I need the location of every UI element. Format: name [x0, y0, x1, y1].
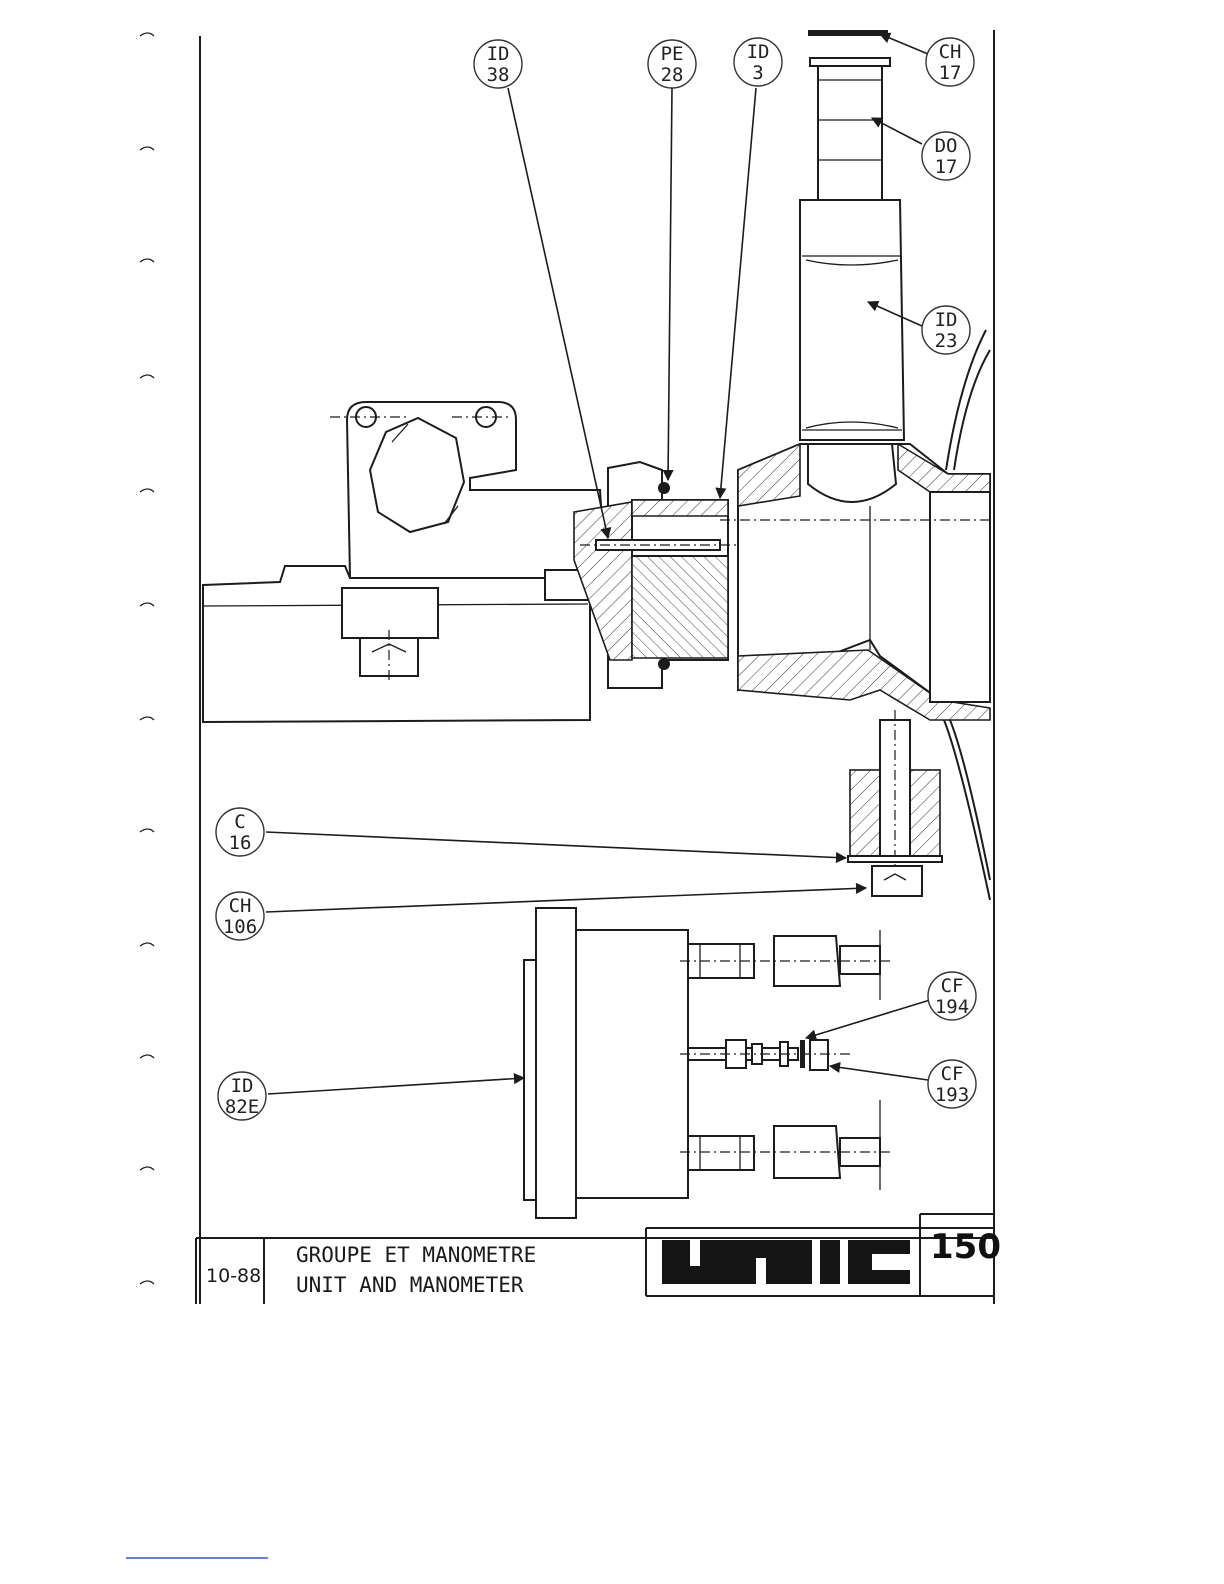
svg-text:193: 193: [935, 1084, 969, 1106]
callout-do-17: DO 17: [922, 132, 970, 180]
callout-ch-17: CH 17: [926, 38, 974, 86]
svg-text:CF: CF: [941, 1063, 964, 1085]
svg-text:82E: 82E: [225, 1096, 259, 1118]
svg-text:194: 194: [935, 996, 969, 1018]
drawing-date: 10-88: [206, 1265, 261, 1287]
svg-text:PE: PE: [661, 43, 684, 65]
svg-text:17: 17: [935, 156, 958, 178]
svg-text:17: 17: [939, 62, 962, 84]
callout-id-3: ID 3: [734, 38, 782, 86]
svg-text:38: 38: [487, 64, 510, 86]
manometer-assembly: [524, 908, 890, 1218]
unic-logo: [662, 1240, 910, 1284]
page-number: 150: [930, 1227, 1001, 1267]
svg-text:28: 28: [661, 64, 684, 86]
svg-text:DO: DO: [935, 135, 958, 157]
title-english: UNIT AND MANOMETER: [296, 1273, 524, 1297]
svg-text:CF: CF: [941, 975, 964, 997]
callout-pe-28: PE 28: [648, 40, 696, 88]
pressure-valve-assembly: [203, 30, 990, 900]
svg-text:ID: ID: [747, 41, 770, 63]
callout-c-16: C 16: [216, 808, 264, 856]
svg-text:ID: ID: [935, 309, 958, 331]
svg-text:C: C: [234, 811, 245, 833]
callout-ch-106: CH 106: [216, 892, 264, 940]
svg-text:ID: ID: [487, 43, 510, 65]
binder-hole-marks: [140, 33, 154, 1284]
callout-cf-193: CF 193: [928, 1060, 976, 1108]
callout-id-82e: ID 82E: [218, 1072, 266, 1120]
svg-text:106: 106: [223, 916, 257, 938]
svg-text:23: 23: [935, 330, 958, 352]
svg-text:ID: ID: [231, 1075, 254, 1097]
callout-id-23: ID 23: [922, 306, 970, 354]
title-block: 10-88 GROUPE ET MANOMETRE UNIT AND MANOM…: [196, 1214, 1001, 1304]
svg-text:16: 16: [229, 832, 252, 854]
svg-text:3: 3: [752, 62, 763, 84]
callout-id-38: ID 38: [474, 40, 522, 88]
title-french: GROUPE ET MANOMETRE: [296, 1243, 536, 1267]
callout-cf-194: CF 194: [928, 972, 976, 1020]
svg-text:CH: CH: [939, 41, 962, 63]
svg-text:CH: CH: [229, 895, 252, 917]
